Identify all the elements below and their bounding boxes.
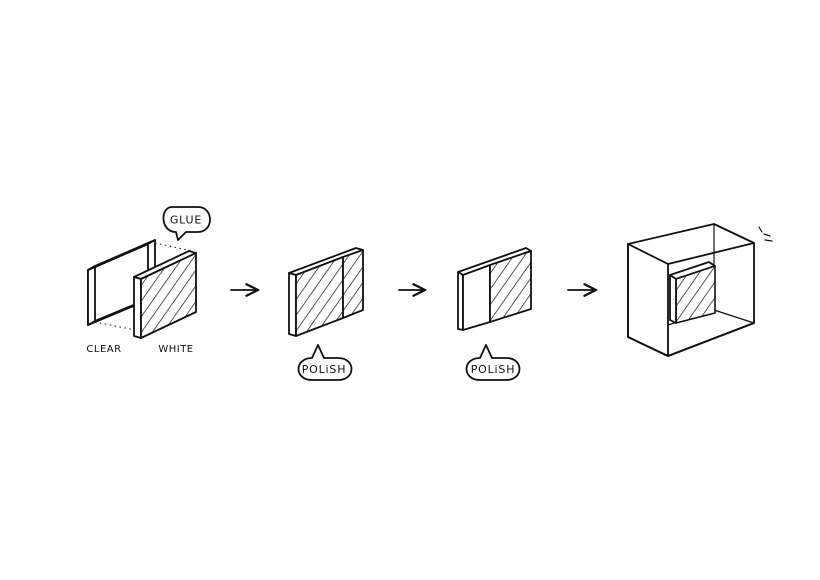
polish-label-2: POLiSH [471, 363, 516, 376]
alignment-line-top [154, 242, 193, 252]
step-2-polish-block: POLiSH [288, 247, 364, 381]
glue-bubble: GLUE [162, 206, 211, 241]
polish-bubble-2: POLiSH [465, 344, 521, 381]
white-panel [133, 250, 197, 339]
polish-label-1: POLiSH [302, 363, 347, 376]
white-label: WHITE [158, 344, 193, 355]
step-4-framed-box [627, 223, 773, 357]
clear-label: CLEAR [86, 344, 121, 355]
glue-label: GLUE [170, 214, 202, 227]
polish-bubble-1: POLiSH [297, 344, 353, 381]
step-1-glue-panels: GLUE CLEAR WHITE [86, 206, 211, 355]
step-3-polish-block: POLiSH [457, 247, 532, 381]
sparkle-lines-icon [758, 226, 773, 242]
